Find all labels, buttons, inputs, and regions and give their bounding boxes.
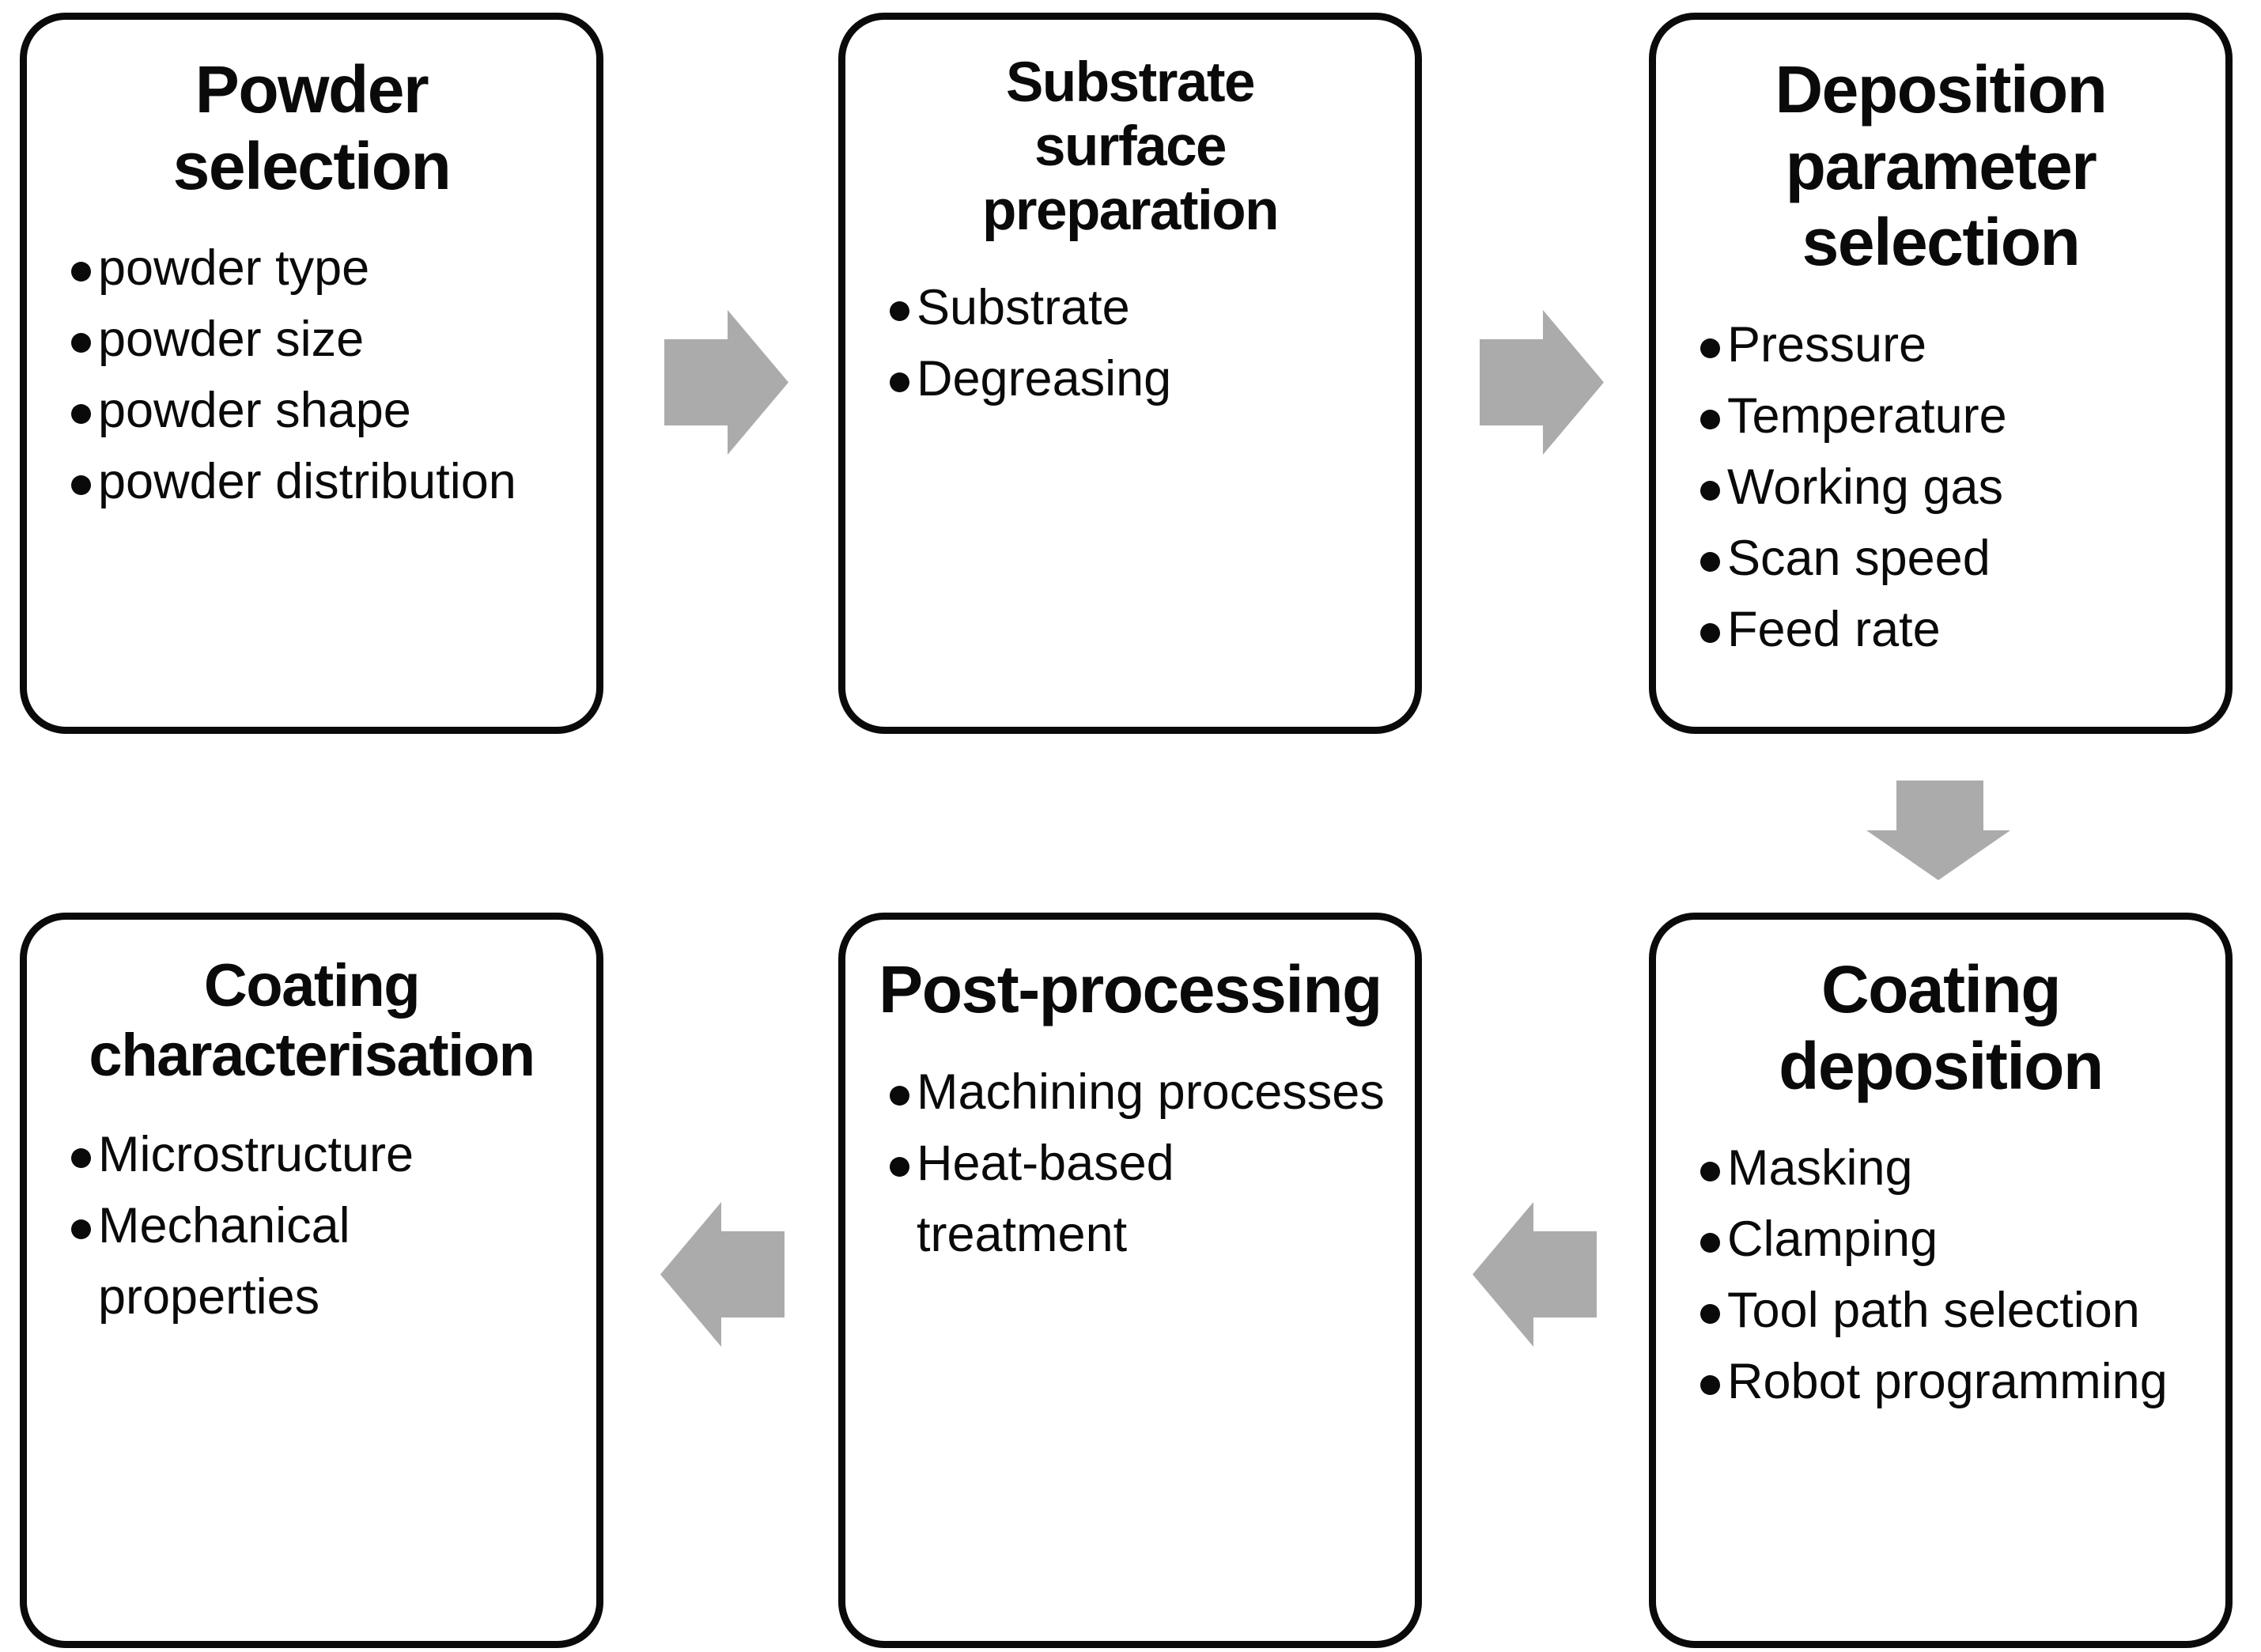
- step-box-substrate-surface-preparation: Substrate surface preparation Substrate …: [838, 13, 1422, 734]
- bullet-text: powder shape: [98, 383, 411, 439]
- bullet-item: Temperature: [1700, 380, 2211, 452]
- bullet-dot-icon: [890, 372, 909, 392]
- bullet-dot-icon: [71, 1148, 91, 1169]
- bullet-text: Feed rate: [1727, 602, 1941, 658]
- bullet-item: Clamping: [1700, 1204, 2211, 1275]
- bullet-text: powder distribution: [98, 454, 516, 510]
- bullet-dot-icon: [1700, 552, 1720, 573]
- step-box-post-processing: Post-processing Machining processes Heat…: [838, 913, 1422, 1648]
- bullet-text: Machining processes: [917, 1064, 1385, 1120]
- bullet-item: Microstructure: [71, 1119, 582, 1190]
- bullet-item: Tool path selection: [1700, 1275, 2211, 1346]
- arrow-left-icon: [660, 1202, 785, 1347]
- bullet-item: powder type: [71, 232, 582, 304]
- bullet-dot-icon: [71, 333, 91, 353]
- bullet-item: Mechanical properties: [71, 1190, 582, 1333]
- step-title: Substrate surface preparation: [981, 51, 1280, 242]
- bullet-text: Heat-based treatment: [917, 1135, 1174, 1262]
- bullet-dot-icon: [1700, 338, 1720, 358]
- bullet-item: Scan speed: [1700, 523, 2211, 594]
- bullet-dot-icon: [1700, 1162, 1720, 1182]
- step-title: Coating deposition: [1779, 952, 2104, 1103]
- bullet-item: Masking: [1700, 1132, 2211, 1204]
- bullet-item: Robot programming: [1700, 1346, 2211, 1417]
- bullet-dot-icon: [71, 404, 91, 425]
- bullet-text: Scan speed: [1727, 531, 1991, 587]
- bullet-text: Temperature: [1727, 387, 2007, 444]
- step-box-coating-deposition: Coating deposition Masking Clamping Tool…: [1649, 913, 2233, 1648]
- bullet-dot-icon: [890, 1085, 909, 1106]
- bullet-dot-icon: [1700, 1304, 1720, 1325]
- bullet-dot-icon: [71, 262, 91, 282]
- bullet-item: Working gas: [1700, 452, 2211, 523]
- step-box-powder-selection: Powder selection powder type powder size…: [20, 13, 603, 734]
- bullet-list: powder type powder size powder shape pow…: [27, 232, 596, 517]
- step-title: Powder selection: [172, 52, 452, 203]
- step-box-coating-characterisation: Coating characterisation Microstructure …: [20, 913, 603, 1648]
- bullet-item: Machining processes: [890, 1057, 1401, 1128]
- bullet-dot-icon: [1700, 1233, 1720, 1253]
- bullet-dot-icon: [1700, 480, 1720, 501]
- bullet-item: Heat-based treatment: [890, 1128, 1401, 1270]
- bullet-dot-icon: [71, 1219, 91, 1240]
- step-title: Coating characterisation: [89, 952, 535, 1090]
- bullet-text: Mechanical properties: [98, 1198, 350, 1325]
- bullet-text: Microstructure: [98, 1127, 414, 1183]
- bullet-dot-icon: [890, 301, 909, 321]
- bullet-text: Working gas: [1727, 459, 2003, 515]
- bullet-dot-icon: [1700, 409, 1720, 429]
- arrow-down-icon: [1866, 781, 2010, 880]
- bullet-list: Substrate Degreasing: [845, 272, 1415, 414]
- bullet-dot-icon: [1700, 1375, 1720, 1396]
- bullet-text: Substrate: [917, 279, 1130, 335]
- bullet-text: powder type: [98, 240, 370, 297]
- bullet-list: Microstructure Mechanical properties: [27, 1119, 596, 1333]
- bullet-list: Masking Clamping Tool path selection Rob…: [1656, 1132, 2225, 1417]
- bullet-text: Pressure: [1727, 316, 1927, 372]
- bullet-item: Pressure: [1700, 309, 2211, 380]
- bullet-text: Masking: [1727, 1140, 1913, 1196]
- step-box-deposition-parameter-selection: Deposition parameter selection Pressure …: [1649, 13, 2233, 734]
- step-title: Deposition parameter selection: [1775, 52, 2108, 280]
- bullet-dot-icon: [1700, 623, 1720, 644]
- bullet-dot-icon: [890, 1156, 909, 1177]
- bullet-list: Machining processes Heat-based treatment: [845, 1057, 1415, 1270]
- bullet-text: Degreasing: [917, 350, 1172, 406]
- bullet-item: powder shape: [71, 375, 582, 446]
- step-title: Post-processing: [879, 952, 1382, 1026]
- bullet-list: Pressure Temperature Working gas Scan sp…: [1656, 309, 2225, 665]
- arrow-right-icon: [1480, 310, 1604, 455]
- bullet-item: Degreasing: [890, 343, 1401, 414]
- bullet-item: powder distribution: [71, 446, 582, 517]
- bullet-text: Clamping: [1727, 1212, 1938, 1268]
- arrow-left-icon: [1473, 1202, 1597, 1347]
- bullet-text: Tool path selection: [1727, 1283, 2140, 1339]
- bullet-item: powder size: [71, 304, 582, 375]
- bullet-text: powder size: [98, 312, 365, 368]
- arrow-right-icon: [664, 310, 788, 455]
- bullet-dot-icon: [71, 475, 91, 496]
- bullet-item: Substrate: [890, 272, 1401, 343]
- bullet-item: Feed rate: [1700, 594, 2211, 665]
- bullet-text: Robot programming: [1727, 1354, 2168, 1410]
